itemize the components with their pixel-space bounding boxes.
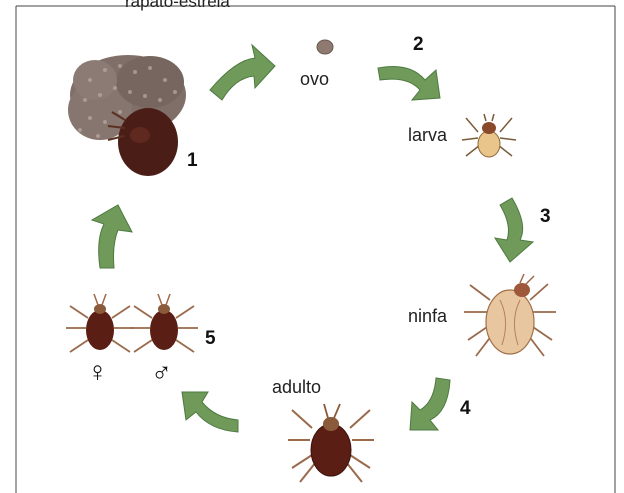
egg-mass-illustration <box>68 55 186 176</box>
larva-illustration <box>462 114 516 157</box>
egg-label: ovo <box>300 69 329 90</box>
arrow-to-egg <box>210 45 275 100</box>
female-symbol: ♀ <box>87 356 108 388</box>
stage-number-2: 2 <box>413 34 424 56</box>
arrow-to-nymph <box>495 198 533 262</box>
female-tick-illustration <box>66 294 134 352</box>
stage-number-5: 5 <box>205 328 216 350</box>
diagram-title: rapato-estrela <box>125 0 230 12</box>
adult-label: adulto <box>272 377 321 398</box>
arrow-to-mating <box>182 392 238 432</box>
male-symbol: ♂ <box>151 356 172 388</box>
nymph-illustration <box>464 274 556 356</box>
egg-illustration <box>317 40 333 54</box>
arrow-to-egg-mass <box>92 205 132 268</box>
stage-number-1: 1 <box>187 150 198 172</box>
nymph-label: ninfa <box>408 306 447 327</box>
stage-number-4: 4 <box>460 398 471 420</box>
arrow-to-larva <box>378 67 440 101</box>
adult-tick-illustration <box>288 404 374 482</box>
larva-label: larva <box>408 125 447 146</box>
stage-number-3: 3 <box>540 206 551 228</box>
male-tick-illustration <box>130 294 198 352</box>
arrow-to-adult <box>410 378 450 430</box>
